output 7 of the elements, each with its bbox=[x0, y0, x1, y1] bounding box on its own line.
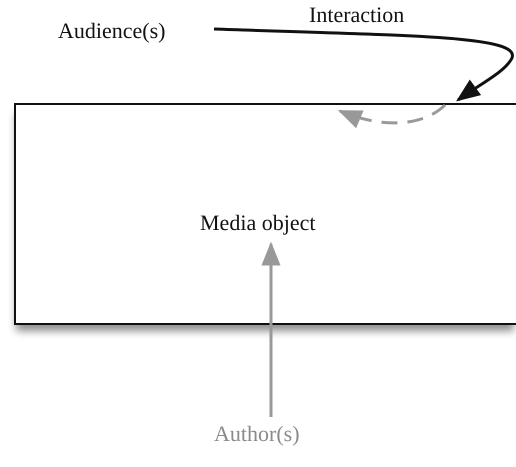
arrow bbox=[261, 242, 281, 417]
box-label: Media object bbox=[200, 210, 316, 236]
dashed-arrow bbox=[338, 104, 446, 128]
arrow bbox=[214, 28, 514, 102]
media-box bbox=[14, 103, 516, 325]
node-label: Author(s) bbox=[214, 421, 300, 447]
node-label: Audience(s) bbox=[58, 18, 166, 44]
